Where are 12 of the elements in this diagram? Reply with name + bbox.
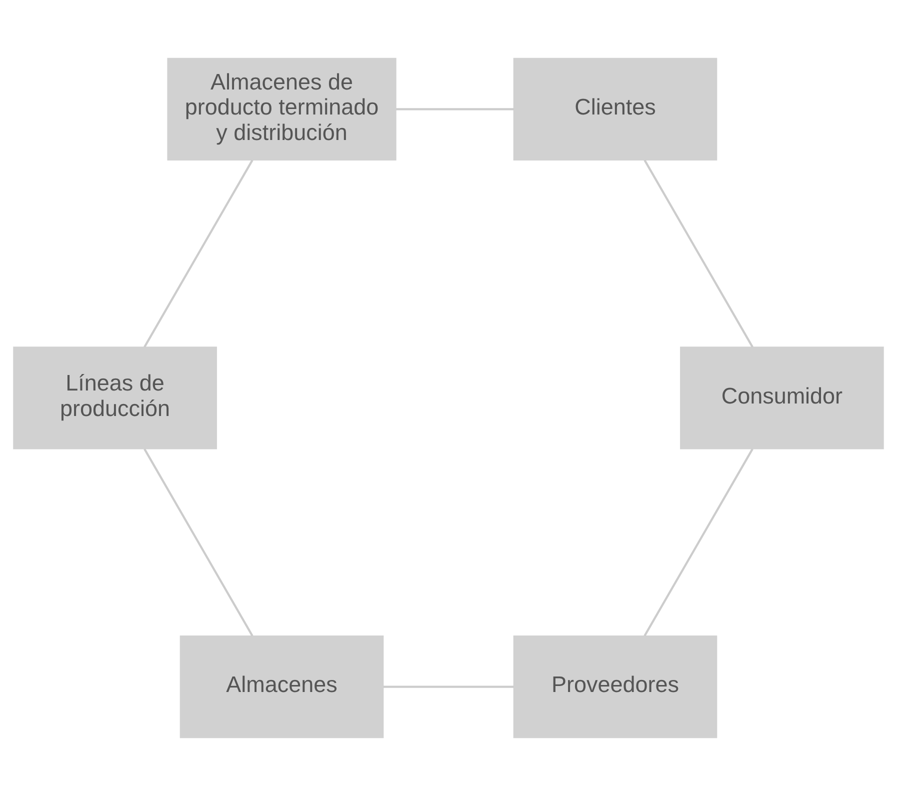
node-box: Líneas de producción: [13, 346, 217, 449]
connector: [396, 108, 514, 110]
node-box: Clientes: [513, 57, 718, 160]
node-box: Almacenes: [180, 634, 384, 738]
connector: [144, 448, 254, 636]
connector: [383, 685, 514, 688]
node-box: Proveedores: [513, 634, 718, 738]
node-box: Consumidor: [680, 346, 884, 449]
connector: [644, 448, 754, 636]
node-box: Almacenes de producto terminado y distribución: [167, 57, 396, 160]
connector: [644, 159, 754, 348]
connector: [144, 159, 254, 348]
